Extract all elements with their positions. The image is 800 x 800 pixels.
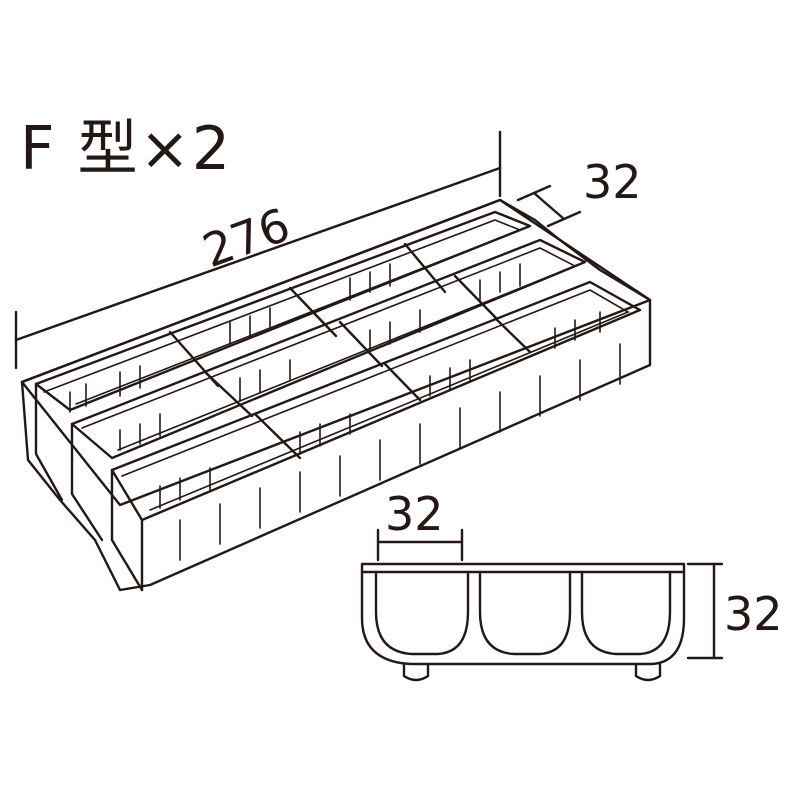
tray-isometric: [20, 198, 652, 592]
length-label: 276: [196, 197, 297, 278]
width-dimension: 32: [516, 155, 642, 228]
cell-width-label: 32: [385, 487, 444, 541]
width-label: 32: [583, 155, 642, 209]
front-elevation: 32 32: [360, 487, 783, 682]
figure-title: F 型×2: [20, 114, 233, 184]
height-label: 32: [724, 587, 783, 641]
